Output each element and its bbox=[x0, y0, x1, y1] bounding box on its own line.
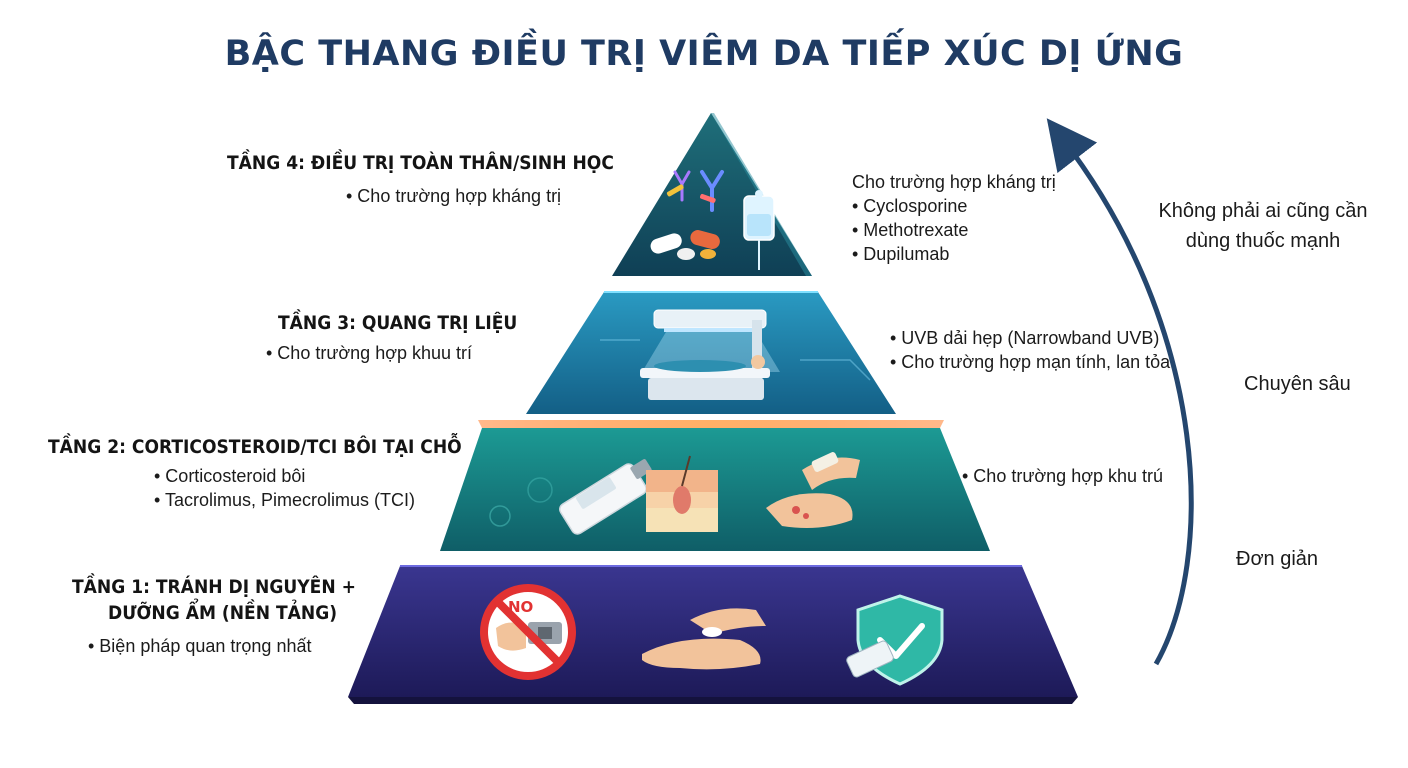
tier-2-title: TẦNG 2: CORTICOSTEROID/TCI BÔI TẠI CHỖ bbox=[48, 436, 462, 458]
tier-4-bullet: • Cho trường hợp kháng trị bbox=[346, 186, 562, 206]
arrow-top-note-line1: Không phải ai cũng cần bbox=[1158, 200, 1368, 222]
hand-applying-cream-icon bbox=[766, 452, 860, 528]
arrow-top-note-line2: dùng thuốc mạnh bbox=[1185, 230, 1341, 252]
shield-icon bbox=[846, 594, 944, 686]
tier-3-details: • UVB dải hẹp (Narrowband UVB) • Cho trư… bbox=[890, 326, 1170, 374]
tier-2-bullet: • Corticosteroid bôi bbox=[154, 466, 306, 486]
tier-4-details-heading: Cho trường hợp kháng trị bbox=[852, 172, 1056, 192]
skin-section-icon bbox=[646, 455, 718, 532]
no-sign-text: NO bbox=[508, 598, 533, 616]
tier-2-detail-item: • Cho trường hợp khu trú bbox=[962, 466, 1164, 486]
moisturizing-hands-icon bbox=[642, 608, 766, 670]
tier-3-title: TẦNG 3: QUANG TRỊ LIỆU bbox=[278, 312, 518, 334]
arrow-top-note: Không phải ai cũng cần dùng thuốc mạnh bbox=[1138, 196, 1388, 256]
tier-2-bullets: • Corticosteroid bôi • Tacrolimus, Pimec… bbox=[154, 464, 415, 512]
tier-1-title-line1: TẦNG 1: TRÁNH DỊ NGUYÊN + bbox=[72, 576, 356, 598]
no-allergen-icon bbox=[480, 584, 576, 680]
arrow-label-advanced: Chuyên sâu bbox=[1244, 373, 1351, 395]
page-title: BẬC THANG ĐIỀU TRỊ VIÊM DA TIẾP XÚC DỊ Ứ… bbox=[224, 34, 1184, 74]
tier-3-block bbox=[526, 291, 896, 414]
iv-bag-icon bbox=[743, 190, 775, 270]
cream-tube-icon bbox=[559, 459, 652, 535]
progression-arrow bbox=[1046, 118, 1194, 666]
pills-icon bbox=[650, 230, 720, 260]
tier-2-bullet: • Tacrolimus, Pimecrolimus (TCI) bbox=[154, 490, 415, 510]
arrow-label-simple: Đơn giản bbox=[1236, 548, 1319, 570]
tier-4-detail-item: • Cyclosporine bbox=[852, 196, 968, 216]
tier-4-details: Cho trường hợp kháng trị • Cyclosporine … bbox=[852, 170, 1056, 266]
phototherapy-bed-icon bbox=[640, 309, 780, 400]
tier-1-title-line2: DƯỠNG ẨM (NỀN TẢNG) bbox=[108, 602, 338, 624]
tier-3-bullet: • Cho trường hợp khuu trí bbox=[266, 343, 473, 363]
tier-4-detail-item: • Dupilumab bbox=[852, 244, 950, 264]
tier-4-title: TẦNG 4: ĐIỀU TRỊ TOÀN THÂN/SINH HỌC bbox=[227, 152, 614, 174]
tier-3-detail-item: • Cho trường hợp mạn tính, lan tỏa bbox=[890, 352, 1171, 372]
tier-4-detail-item: • Methotrexate bbox=[852, 220, 969, 240]
tier-3-detail-item: • UVB dải hẹp (Narrowband UVB) bbox=[890, 328, 1160, 348]
tier-1-bullet: • Biện pháp quan trọng nhất bbox=[88, 636, 312, 656]
antibody-icon bbox=[666, 170, 724, 212]
